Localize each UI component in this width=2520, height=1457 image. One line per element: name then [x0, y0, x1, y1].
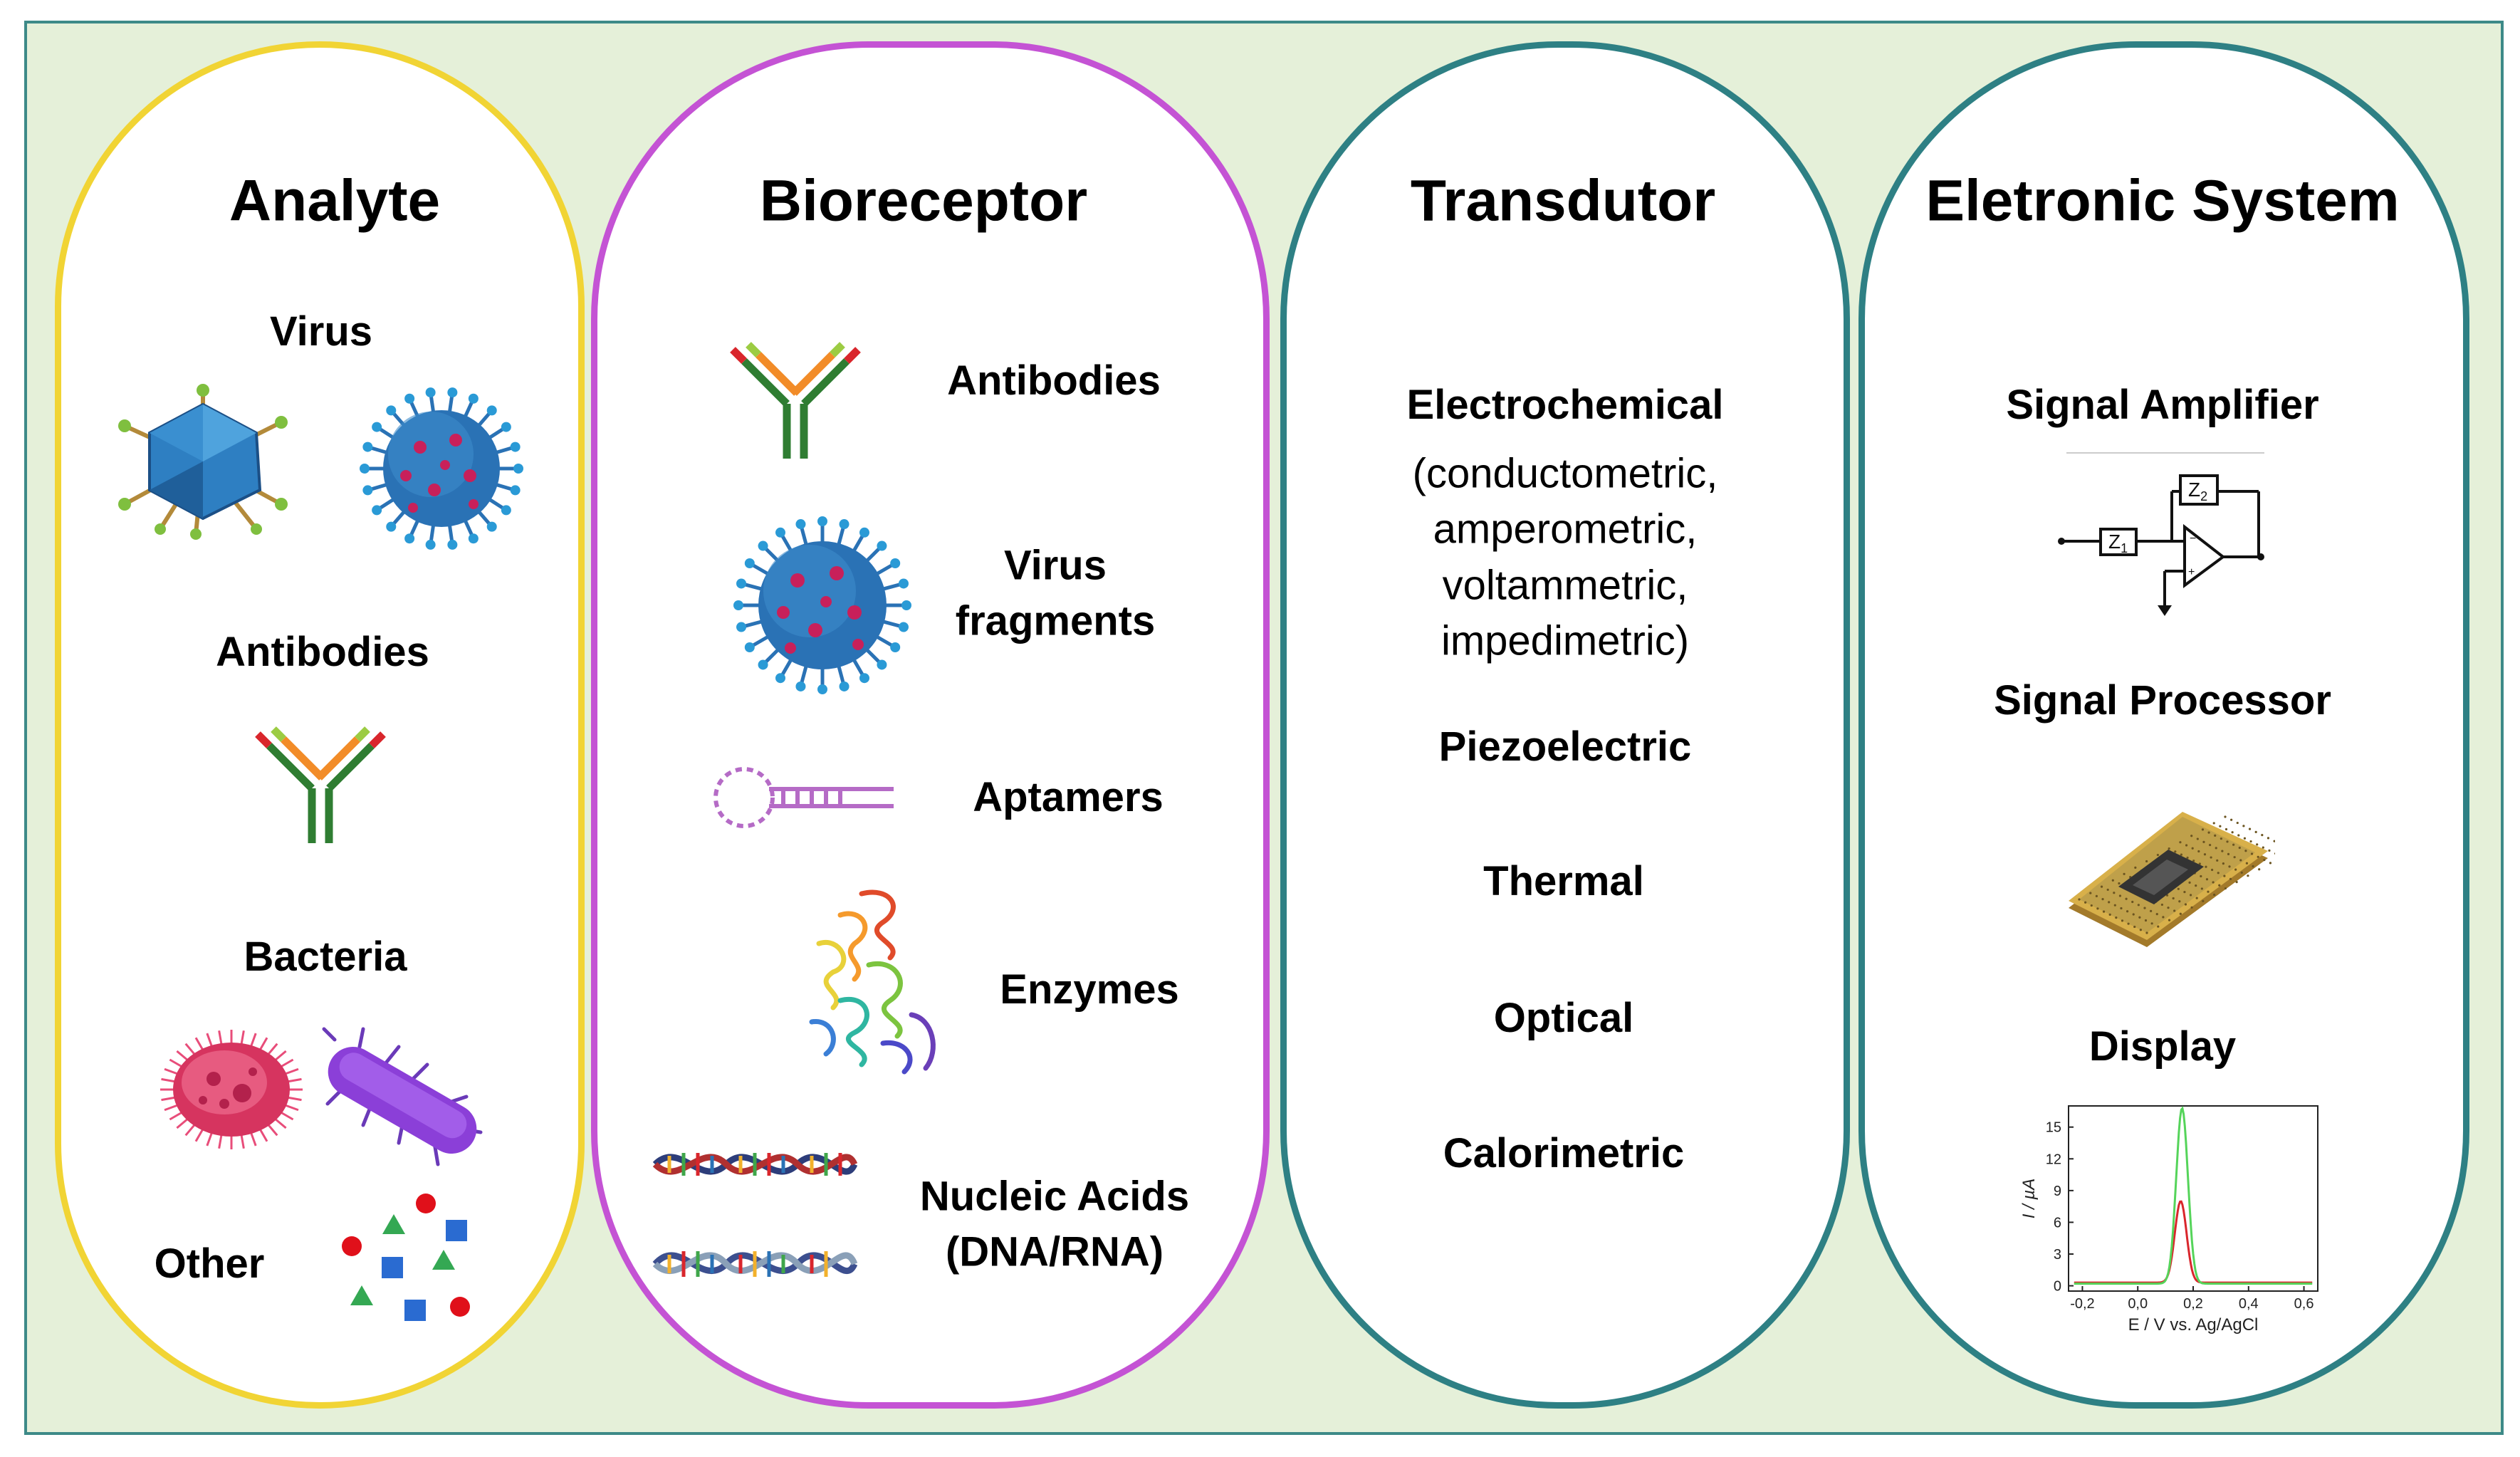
- svg-text:0,2: 0,2: [2183, 1296, 2203, 1312]
- electronic-system-title: Eletronic System: [1925, 168, 2400, 234]
- corona-virus-icon: [360, 387, 523, 550]
- bioreceptor-nucleic-acids-label: Nucleic Acids (DNA/RNA): [919, 1173, 1190, 1275]
- signal-amplifier-label: Signal Amplifier: [2006, 381, 2319, 428]
- analyte-other-label: Other: [154, 1240, 265, 1287]
- virus-fragment-icon: [733, 516, 911, 694]
- svg-text:-0,2: -0,2: [2070, 1296, 2094, 1312]
- transdutor-thermal-label: Thermal: [1483, 857, 1644, 904]
- signal-processor-label: Signal Processor: [1994, 677, 2331, 724]
- analyte-virus-label: Virus: [269, 308, 373, 355]
- svg-text:9: 9: [2054, 1184, 2061, 1199]
- analyte-panel: [55, 41, 585, 1409]
- svg-text:0: 0: [2054, 1279, 2061, 1295]
- svg-text:0,6: 0,6: [2294, 1296, 2314, 1312]
- transdutor-electrochemical-label: Electrochemical: [1406, 381, 1724, 428]
- aptamer-icon: [713, 767, 894, 828]
- z2-label: Z2: [2188, 479, 2207, 503]
- enzyme-protein-icon: [809, 889, 936, 1075]
- bioreceptor-panel: [591, 41, 1270, 1409]
- voltammogram-plot: 0 3 6 9 12 15 -0,2 0,0 0,2 0,4 0,6 I / µA E / V vs. …: [2019, 1105, 2318, 1335]
- cpu-chip-icon: [2069, 812, 2275, 947]
- svg-text:0,4: 0,4: [2239, 1296, 2259, 1312]
- rod-bacterium-icon: [322, 1027, 483, 1166]
- bioreceptor-enzymes-label: Enzymes: [1000, 966, 1179, 1013]
- op-amp-circuit-icon: − + Z1 Z2: [2058, 452, 2264, 616]
- transdutor-optical-label: Optical: [1493, 994, 1634, 1041]
- svg-text:E / V vs. Ag/AgCl: E / V vs. Ag/AgCl: [2128, 1315, 2259, 1335]
- dna-helix-icon: [652, 1153, 858, 1277]
- molecule-shapes-icon: [342, 1194, 470, 1321]
- transdutor-title: Transdutor: [1410, 168, 1716, 234]
- analyte-antibodies-label: Antibodies: [216, 628, 429, 675]
- svg-text:0,0: 0,0: [2128, 1296, 2148, 1312]
- icosahedral-virus-icon: [118, 384, 288, 540]
- transdutor-panel: [1280, 41, 1850, 1409]
- analyte-title: Analyte: [229, 168, 441, 234]
- transdutor-piezoelectric-label: Piezoelectric: [1438, 723, 1692, 770]
- z1-label: Z1: [2108, 531, 2128, 555]
- bioreceptor-antibody-icon: [730, 342, 861, 459]
- display-label: Display: [2088, 1023, 2237, 1070]
- svg-text:6: 6: [2054, 1215, 2061, 1231]
- svg-text:3: 3: [2054, 1247, 2061, 1263]
- transdutor-calorimetric-label: Calorimetric: [1443, 1129, 1685, 1176]
- svg-text:−: −: [2190, 533, 2196, 545]
- analyte-bacteria-label: Bacteria: [244, 933, 407, 980]
- transdutor-electrochemical-types: (conductometric, amperometric, voltammet…: [1412, 450, 1718, 664]
- round-bacterium-icon: [160, 1030, 303, 1149]
- bioreceptor-virus-fragments-label: Virus fragments: [955, 542, 1156, 644]
- svg-text:12: 12: [2046, 1152, 2061, 1167]
- antibody-icon: [255, 726, 386, 843]
- svg-text:I / µA: I / µA: [2019, 1179, 2039, 1219]
- svg-text:+: +: [2188, 566, 2195, 578]
- bioreceptor-title: Bioreceptor: [759, 168, 1088, 234]
- bioreceptor-aptamers-label: Aptamers: [973, 773, 1164, 820]
- svg-text:15: 15: [2046, 1120, 2061, 1136]
- bioreceptor-antibodies-label: Antibodies: [947, 357, 1161, 404]
